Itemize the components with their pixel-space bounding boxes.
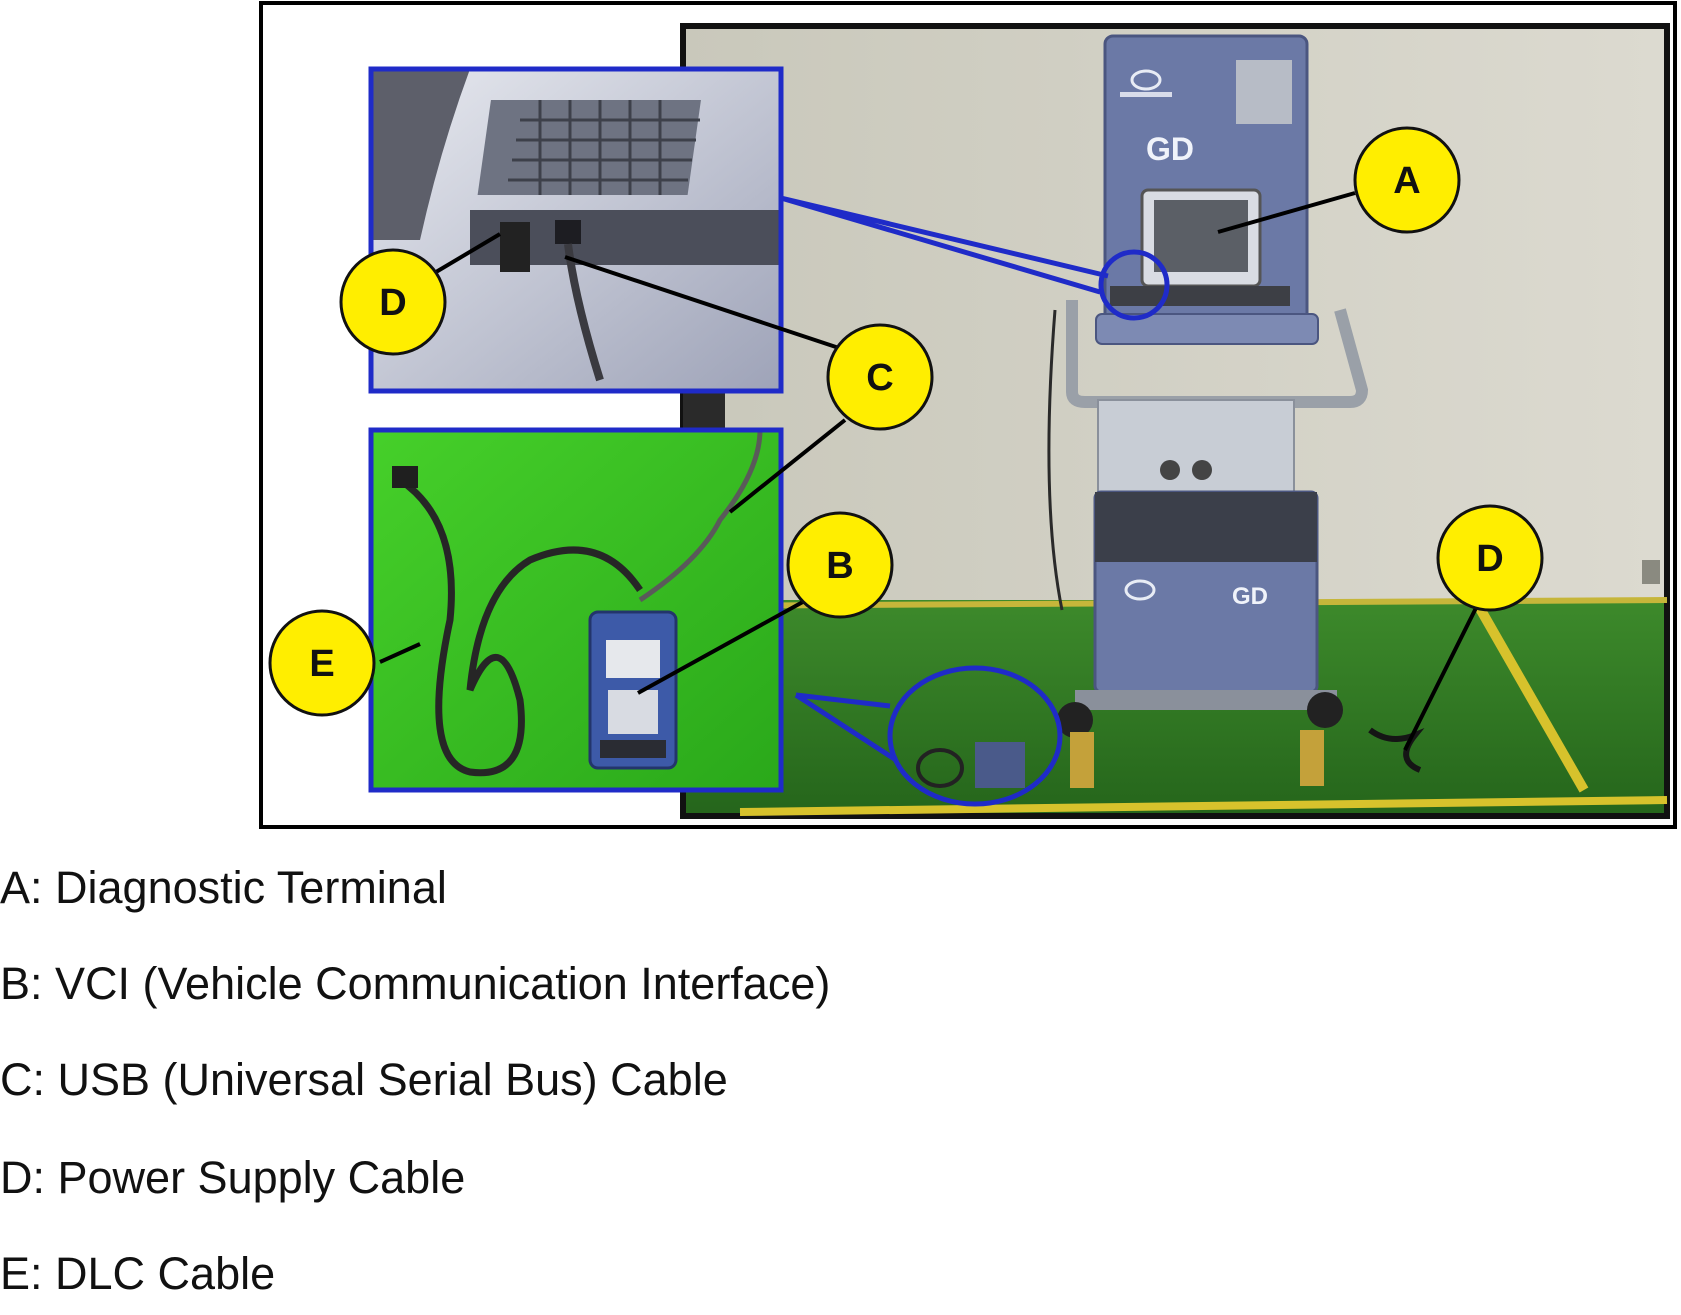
leader-e [379, 642, 421, 664]
callout-d-floor: D [1436, 504, 1544, 612]
laptop-keyboard [477, 100, 701, 195]
leader-d-inset [434, 232, 502, 274]
callout-c-label: C [866, 357, 893, 399]
legend-item-a: A: Diagnostic Terminal [0, 862, 447, 913]
inset-vci-kit [368, 427, 784, 793]
power-cable-floor [1368, 727, 1425, 773]
connector-bottom-inset [794, 692, 898, 763]
highlight-circle-terminal-port [1098, 249, 1170, 321]
cart-top-sticker [1236, 60, 1292, 124]
cart-cabinet-top [1095, 492, 1317, 562]
leader-lines [379, 191, 1482, 751]
callout-c: C [826, 323, 934, 431]
dlc-cable [398, 477, 643, 777]
callout-e: E [268, 609, 376, 717]
wheel-holder-right [1300, 730, 1324, 786]
dlc-connector [392, 466, 418, 488]
leader-d-floor [1403, 599, 1482, 751]
floor-line-diagonal [1473, 602, 1589, 793]
usb-port [555, 220, 581, 244]
callout-e-circle [268, 609, 376, 717]
terminal-screen [1154, 200, 1248, 272]
callout-d-inset-circle [339, 248, 447, 356]
callout-d-floor-circle [1436, 504, 1544, 612]
brand-logo-bottom [1124, 579, 1156, 601]
legend-item-d: D: Power Supply Cable [0, 1152, 466, 1203]
inset-top-border [368, 66, 784, 394]
callout-b-label: B [826, 545, 853, 587]
wheel-front-left [1057, 702, 1093, 738]
floor-line-front [739, 796, 1668, 816]
mini-cable-coil [916, 748, 964, 788]
connector-top-inset [780, 195, 1109, 295]
inset-laptop-ports [368, 66, 784, 394]
mini-vci [975, 742, 1025, 788]
brand-logo-top [1130, 69, 1162, 91]
callout-d-inset: D [339, 248, 447, 356]
vci-keypad [608, 690, 658, 734]
laptop-lid [371, 69, 470, 240]
callout-e-label: E [309, 643, 334, 685]
callout-a-label: A [1393, 160, 1420, 202]
callout-d-inset-label: D [379, 282, 406, 324]
leader-c-top [564, 255, 846, 352]
legend-item-e: E: DLC Cable [0, 1248, 276, 1299]
legend-item-c: C: USB (Universal Serial Bus) Cable [0, 1054, 728, 1105]
keyboard-grid [508, 100, 700, 195]
dark-post [683, 390, 725, 430]
wheel-holder-left [1070, 732, 1094, 788]
usb-cable-green [638, 429, 763, 603]
highlight-circle-floor-kit [887, 665, 1063, 807]
brand-name-top [1120, 92, 1172, 97]
column-knob-right [1192, 460, 1212, 480]
callout-a: A [1353, 126, 1461, 234]
gds-logo-bottom: GD [1232, 583, 1268, 610]
cart-base [1075, 690, 1337, 710]
wheel-front-right [1307, 692, 1343, 728]
callout-b-circle [786, 511, 894, 619]
vci-screen [606, 640, 660, 678]
inset-bottom-bg [371, 430, 781, 790]
cart-column [1097, 399, 1295, 493]
cart-shelf [1095, 313, 1319, 345]
diagnostic-equipment-figure: GD GD [259, 1, 1677, 829]
callout-a-circle [1353, 126, 1461, 234]
power-port [500, 222, 530, 272]
diagnostic-terminal [1110, 188, 1290, 306]
callout-d-floor-label: D [1476, 538, 1503, 580]
leader-a [1217, 191, 1356, 234]
column-knob-left [1160, 460, 1180, 480]
leader-b [637, 596, 811, 695]
wall-outlet [1642, 560, 1660, 584]
callout-b: B [786, 511, 894, 619]
hanging-cable [1047, 309, 1064, 611]
callout-c-circle [826, 323, 934, 431]
leader-c-bottom [728, 418, 847, 514]
gds-logo-top: GD [1146, 131, 1194, 167]
terminal-base [1110, 286, 1290, 306]
inset-bottom-border [368, 427, 784, 793]
legend-item-b: B: VCI (Vehicle Communication Interface) [0, 958, 831, 1009]
floor-kit-miniature [916, 742, 1025, 788]
vci-bottom [600, 740, 666, 758]
